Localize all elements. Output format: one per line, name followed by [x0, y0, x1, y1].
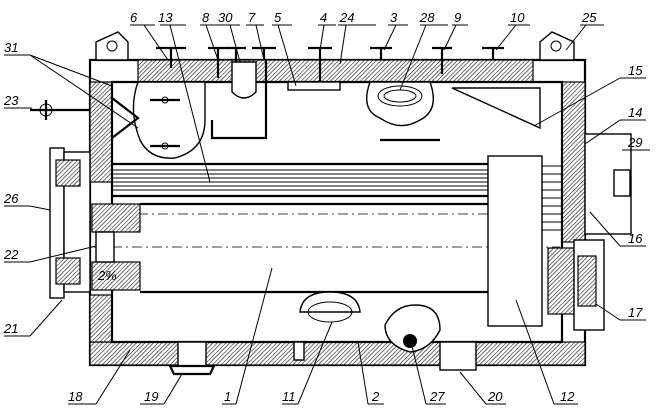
water-gauges — [111, 81, 206, 159]
label-8: 8 — [202, 10, 210, 25]
label-6: 6 — [130, 10, 138, 25]
label-23: 23 — [3, 93, 19, 108]
front-door: 2% — [49, 147, 141, 299]
label-28: 28 — [419, 10, 435, 25]
lifting-lugs — [95, 31, 575, 61]
leader-lines — [4, 24, 650, 405]
label-30: 30 — [218, 10, 233, 25]
label-5: 5 — [274, 10, 282, 25]
part-labels: 6 13 8 30 7 5 4 24 3 28 9 10 25 31 23 26… — [3, 10, 643, 404]
label-2: 2 — [371, 389, 380, 404]
rear-tubes — [542, 165, 562, 231]
label-12: 12 — [560, 389, 575, 404]
smoke-box — [584, 133, 632, 235]
label-22: 22 — [3, 247, 19, 262]
label-13: 13 — [158, 10, 173, 25]
label-16: 16 — [628, 231, 643, 246]
rear-door — [547, 239, 605, 331]
label-17: 17 — [628, 305, 643, 320]
label-11: 11 — [282, 389, 296, 404]
label-29: 29 — [627, 135, 642, 150]
burner-marker: 2% — [97, 268, 117, 283]
label-9: 9 — [454, 10, 461, 25]
label-26: 26 — [3, 191, 19, 206]
label-25: 25 — [581, 10, 597, 25]
baffle — [451, 87, 541, 130]
label-15: 15 — [628, 63, 643, 78]
furnace-tube — [92, 202, 560, 294]
label-19: 19 — [144, 389, 158, 404]
label-27: 27 — [429, 389, 445, 404]
label-3: 3 — [390, 10, 398, 25]
manhole — [366, 81, 440, 142]
label-1: 1 — [224, 389, 231, 404]
label-4: 4 — [320, 10, 327, 25]
top-nozzles — [156, 46, 504, 99]
label-24: 24 — [339, 10, 354, 25]
label-7: 7 — [248, 10, 256, 25]
bottom-fittings — [168, 291, 477, 376]
label-20: 20 — [487, 389, 503, 404]
label-10: 10 — [510, 10, 525, 25]
label-21: 21 — [3, 321, 18, 336]
label-18: 18 — [68, 389, 83, 404]
label-14: 14 — [628, 105, 642, 120]
label-31: 31 — [4, 40, 18, 55]
valve — [30, 100, 90, 120]
tube-bundle — [112, 162, 490, 198]
turning-chamber — [487, 155, 543, 327]
internal-pipe — [210, 60, 268, 140]
